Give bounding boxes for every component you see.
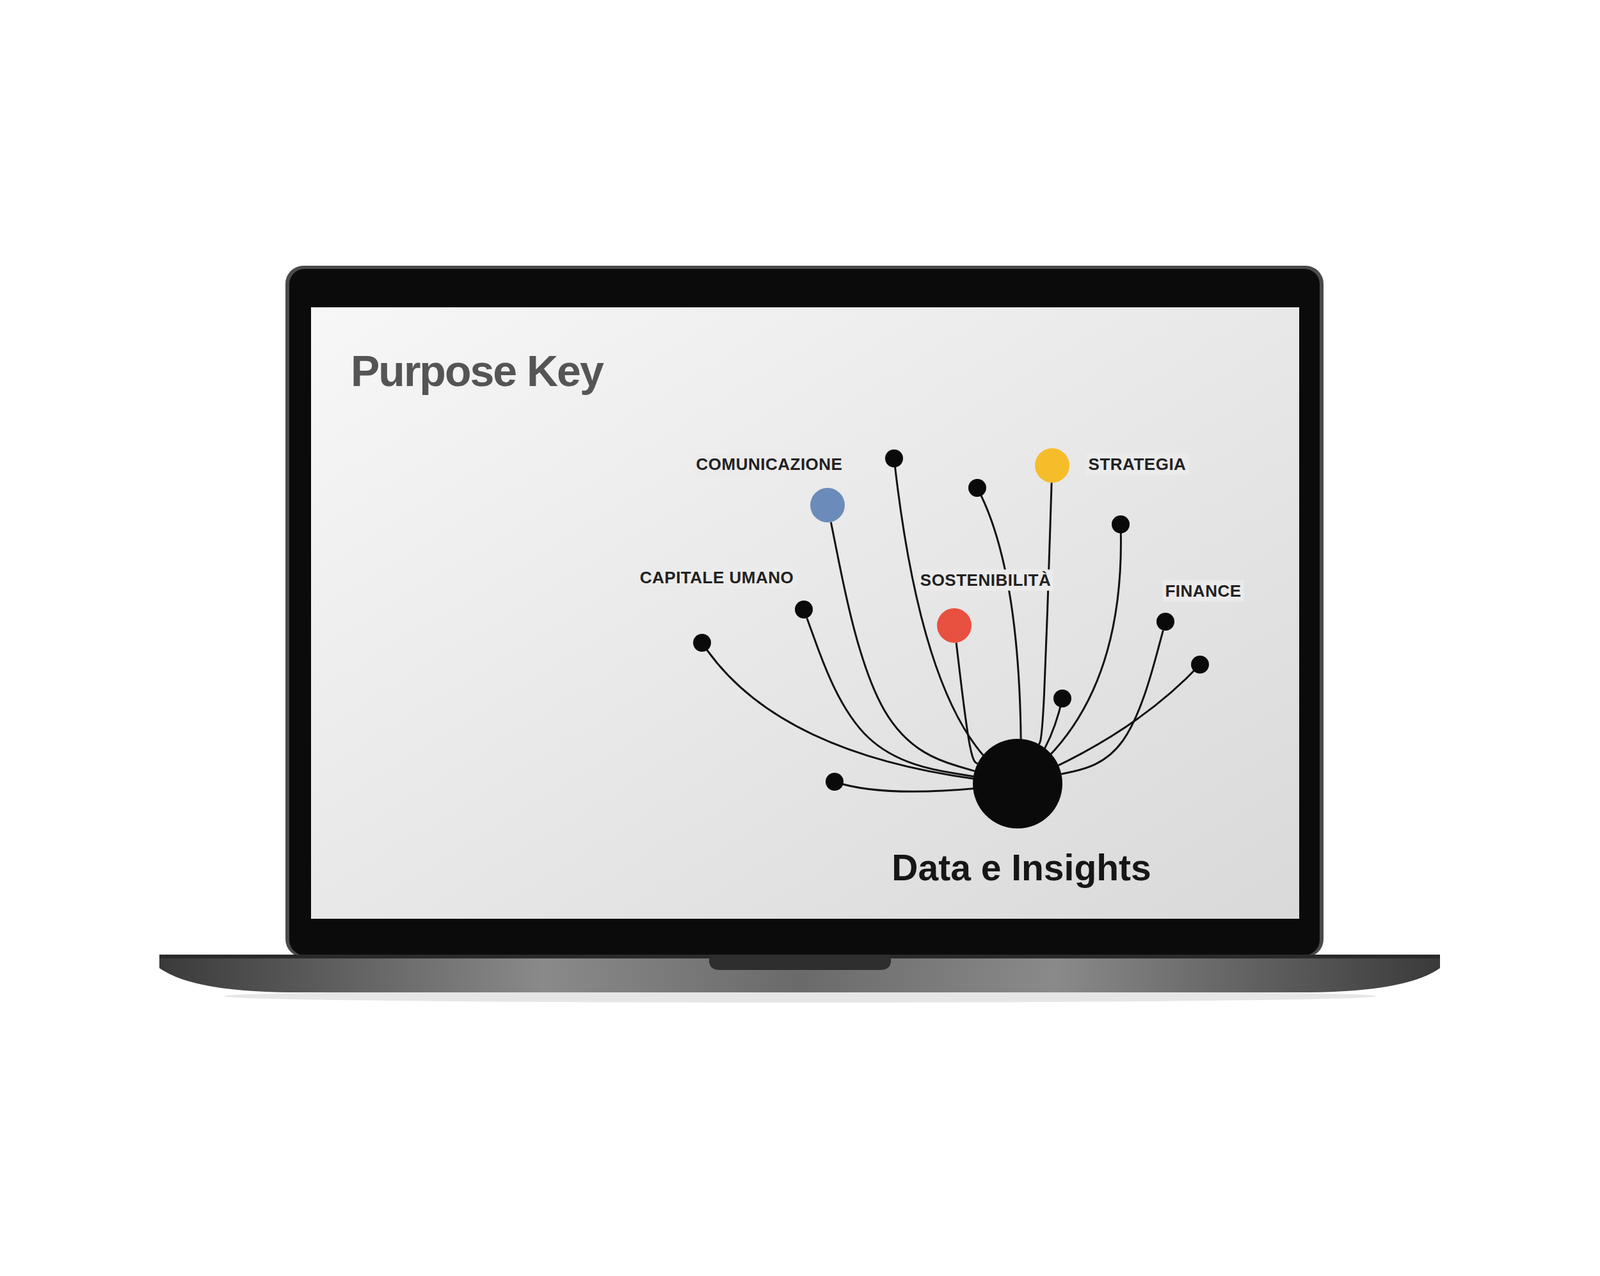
circle-shape [810,487,845,523]
dot [968,478,987,497]
circle-fill [972,738,1063,829]
circle-fill [936,608,972,643]
hub-circle: Data e Insights [972,738,1063,829]
topic-dot: FINANCE [1156,612,1175,631]
topic-label: STRATEGIA [1086,453,1190,475]
topic-label: FINANCE [1162,580,1244,602]
connector [1061,630,1163,775]
screen [311,307,1300,919]
page-title: Purpose Key [350,345,603,396]
circle-fill [794,600,813,619]
dot [1191,655,1209,674]
circle-fill [1156,612,1175,631]
dot [1053,689,1072,708]
circle-shape [1034,448,1070,483]
circle-shape [972,738,1063,829]
connector [956,642,978,764]
laptop-base [159,954,1440,992]
circle-shape [1156,612,1175,631]
circle-shape [936,608,972,643]
topic-dot: SOSTENIBILITÀ [936,608,972,643]
circle-shape [794,600,813,619]
topic-label: COMUNICAZIONE [693,453,846,475]
dot [693,633,712,652]
fan-lines [702,458,1200,792]
fan-line [702,642,1018,784]
bezel [289,268,1320,955]
connector [1038,482,1052,745]
fan-dots [693,449,1209,791]
connector [830,521,975,771]
circle-fill [810,487,845,523]
fan-line [894,458,1018,784]
circle-fill [1034,448,1070,483]
topic-dot: STRATEGIA [1034,448,1070,483]
hub-label: Data e Insights [888,845,1154,889]
dot [825,772,844,791]
topic-label: SOSTENIBILITÀ [917,569,1054,591]
dot [1111,515,1130,534]
dot [885,449,904,468]
topic-label: CAPITALE UMANO [637,567,797,589]
laptop-lid [285,265,1324,957]
topic-dot: COMUNICAZIONE [810,487,845,523]
topic-dot: CAPITALE UMANO [794,600,813,619]
thumb-notch [709,954,891,970]
